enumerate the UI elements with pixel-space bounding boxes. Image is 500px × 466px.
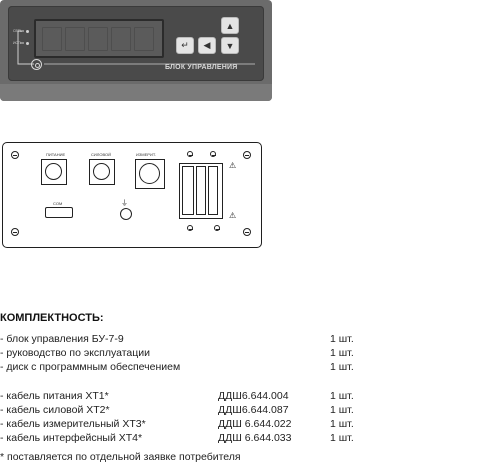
item-name: - руководство по эксплуатации (0, 347, 150, 359)
list-item: - кабель силовой ХТ2* ДДШ6.644.087 1 шт. (0, 403, 500, 417)
list-item: - диск с программным обеспечением 1 шт. (0, 360, 500, 374)
connector-label-com: COM (53, 201, 63, 206)
front-panel-base (0, 84, 272, 101)
item-code: ДДШ 6.644.033 (218, 432, 292, 444)
item-name: - блок управления БУ-7-9 (0, 333, 124, 345)
front-panel: СЕТЬ ИСП ▲ ↵ ◀ ▼ БЛОК УПРАВЛЕНИЯ (0, 0, 272, 101)
arrow-left-icon: ◀ (203, 40, 211, 50)
list-item: - руководство по эксплуатации 1 шт. (0, 346, 500, 360)
item-code: ДДШ6.644.087 (218, 404, 289, 416)
ground-icon: ⏚ (121, 200, 128, 207)
item-name: - кабель питания ХТ1* (0, 390, 109, 402)
connector-label-xt2: СИЛОВОЙ (91, 152, 112, 157)
screw-icon (11, 228, 19, 236)
list-item: - кабель измерительный ХТ3* ДДШ 6.644.02… (0, 417, 500, 431)
item-qty: 1 шт. (330, 418, 354, 430)
display-digit (65, 27, 85, 51)
screw-icon (187, 151, 193, 157)
ground-terminal (120, 208, 132, 220)
up-button[interactable]: ▲ (221, 17, 239, 34)
connector-ring (139, 163, 160, 184)
item-qty: 1 шт. (330, 333, 354, 345)
screw-icon (214, 225, 220, 231)
power-switch (182, 166, 194, 215)
left-button[interactable]: ◀ (198, 37, 216, 54)
led-label-test: ИСП (13, 41, 21, 45)
list-item: - кабель питания ХТ1* ДДШ6.644.004 1 шт. (0, 389, 500, 403)
footnote: * поставляется по отдельной заявке потре… (0, 451, 241, 463)
fuse-holder (208, 166, 218, 215)
power-module (179, 163, 223, 219)
rear-panel: ПИТАНИЕ СИЛОВОЙ ИЗМЕРИТ. COM ⏚ ⚠ ⚠ (2, 142, 262, 248)
front-panel-lines (17, 30, 255, 65)
enter-button[interactable]: ↵ (176, 37, 194, 54)
down-button[interactable]: ▼ (221, 37, 239, 54)
connector-xt2 (89, 159, 115, 185)
completeness-title: КОМПЛЕКТНОСТЬ: (0, 312, 104, 324)
display-digit (111, 27, 131, 51)
led-test-indicator (26, 42, 29, 45)
power-icon (34, 62, 40, 68)
item-qty: 1 шт. (330, 404, 354, 416)
list-item: - кабель интерфейсный ХТ4* ДДШ 6.644.033… (0, 431, 500, 445)
item-name: - кабель интерфейсный ХТ4* (0, 432, 143, 444)
connector-label-xt3: ИЗМЕРИТ. (136, 152, 156, 157)
item-qty: 1 шт. (330, 361, 354, 373)
item-qty: 1 шт. (330, 390, 354, 402)
led-power-indicator (26, 30, 29, 33)
screw-icon (243, 228, 251, 236)
connector-ring (93, 163, 110, 180)
item-name: - кабель силовой ХТ2* (0, 404, 110, 416)
item-name: - кабель измерительный ХТ3* (0, 418, 146, 430)
display-digit (88, 27, 108, 51)
display-digit (42, 27, 62, 51)
arrow-down-icon: ▼ (225, 40, 235, 51)
enter-icon: ↵ (181, 40, 189, 50)
connector-xt1 (41, 159, 67, 185)
list-item: - блок управления БУ-7-9 1 шт. (0, 332, 500, 346)
connector-ring (45, 163, 62, 180)
connector-label-xt1: ПИТАНИЕ (46, 152, 66, 157)
display-digit (134, 27, 154, 51)
screw-icon (11, 151, 19, 159)
item-name: - диск с программным обеспечением (0, 361, 181, 373)
screw-icon (243, 151, 251, 159)
arrow-up-icon: ▲ (225, 20, 235, 31)
warning-icon: ⚠ (229, 211, 237, 220)
warning-icon: ⚠ (229, 161, 237, 170)
lcd-display (34, 19, 164, 58)
item-code: ДДШ 6.644.022 (218, 418, 292, 430)
com-port (45, 207, 73, 218)
brand-label: БЛОК УПРАВЛЕНИЯ (165, 64, 238, 71)
screw-icon (187, 225, 193, 231)
fuse-holder (196, 166, 206, 215)
connector-xt3 (135, 159, 165, 189)
power-button[interactable] (31, 59, 42, 70)
item-qty: 1 шт. (330, 432, 354, 444)
screw-icon (210, 151, 216, 157)
item-qty: 1 шт. (330, 347, 354, 359)
item-code: ДДШ6.644.004 (218, 390, 289, 402)
